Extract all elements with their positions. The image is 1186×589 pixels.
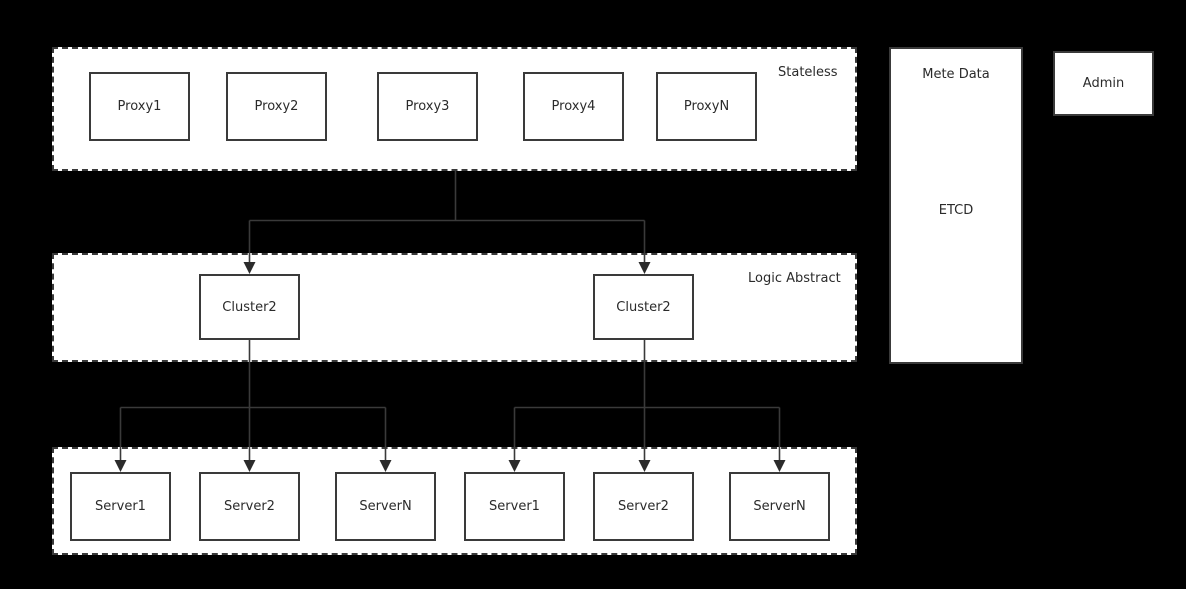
- tier-label-logic-abstract: Logic Abstract: [748, 271, 841, 286]
- panel-mete-data[interactable]: Mete Data ETCD: [889, 47, 1023, 364]
- node-proxy2[interactable]: Proxy2: [226, 72, 327, 141]
- node-server2-right[interactable]: Server2: [593, 472, 694, 541]
- tier-band-logic-abstract: [52, 253, 857, 362]
- node-proxy1[interactable]: Proxy1: [89, 72, 190, 141]
- node-server1-right[interactable]: Server1: [464, 472, 565, 541]
- tier-band-servers: [52, 447, 857, 555]
- node-proxy3[interactable]: Proxy3: [377, 72, 478, 141]
- node-proxy4[interactable]: Proxy4: [523, 72, 624, 141]
- tier-label-stateless: Stateless: [778, 65, 838, 80]
- node-servern-left[interactable]: ServerN: [335, 472, 436, 541]
- node-server2-left[interactable]: Server2: [199, 472, 300, 541]
- panel-mete-data-body-label: ETCD: [938, 203, 974, 218]
- panel-mete-data-title: Mete Data: [922, 67, 990, 82]
- node-cluster-right[interactable]: Cluster2: [593, 274, 694, 340]
- node-cluster-left[interactable]: Cluster2: [199, 274, 300, 340]
- node-server1-left[interactable]: Server1: [70, 472, 171, 541]
- node-servern-right[interactable]: ServerN: [729, 472, 830, 541]
- node-admin[interactable]: Admin: [1053, 51, 1154, 116]
- node-proxyn[interactable]: ProxyN: [656, 72, 757, 141]
